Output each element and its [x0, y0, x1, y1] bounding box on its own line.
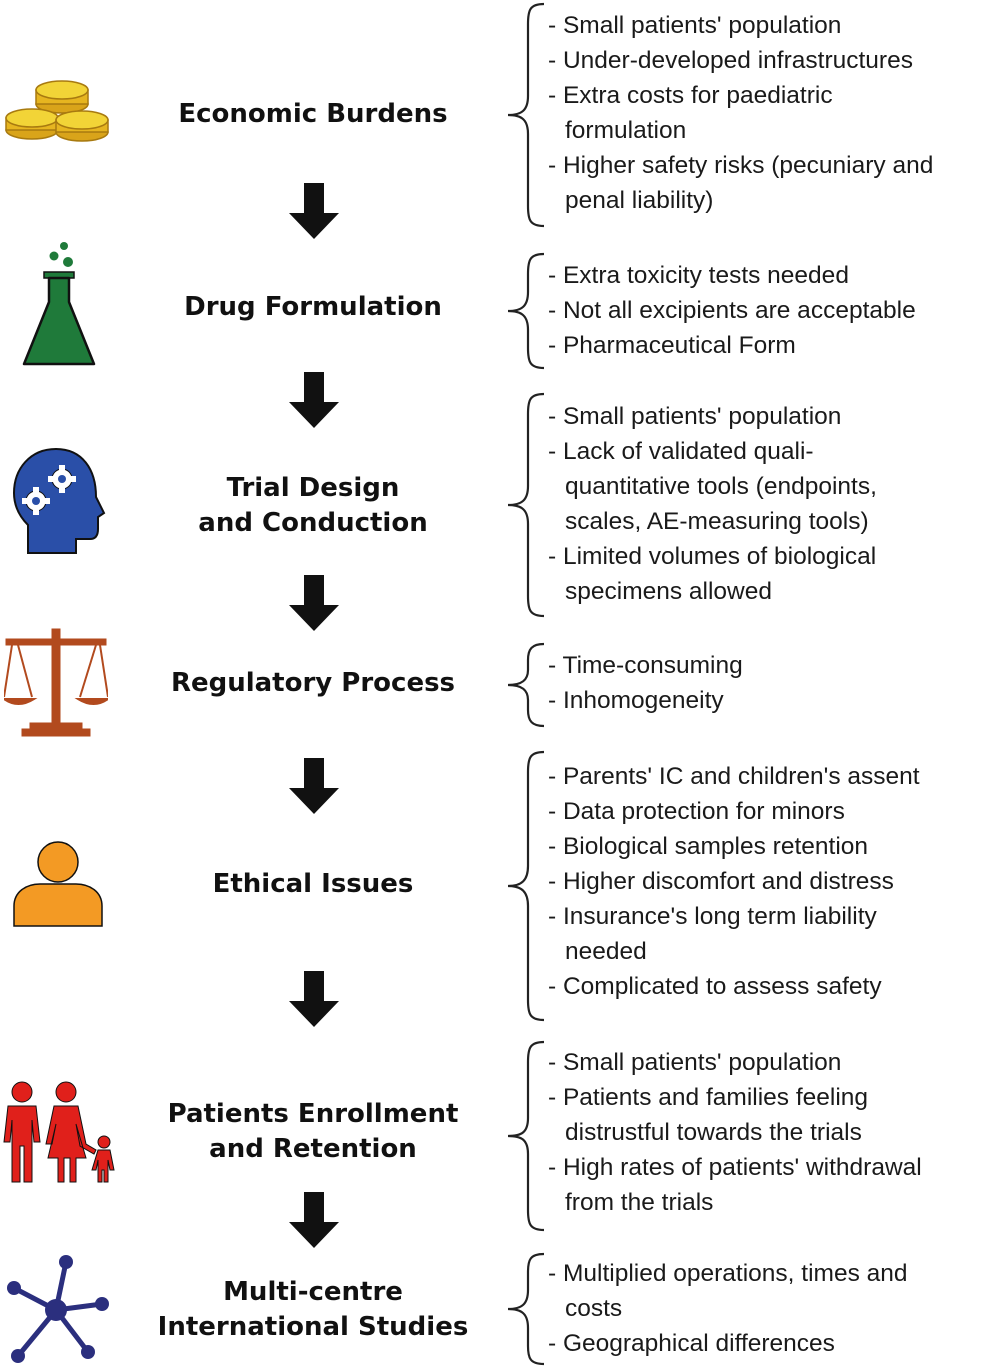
list-item: - Higher discomfort and distress [548, 868, 894, 895]
list-item-continuation: penal liability) [565, 187, 714, 214]
list-item: - Extra toxicity tests needed [548, 262, 849, 289]
stage-title: Trial Design and Conduction [130, 471, 496, 541]
stage-title-line: Regulatory Process [170, 668, 456, 698]
curly-brace-icon [507, 1252, 545, 1366]
bullet-list-ethical: - Parents' IC and children's assent - Da… [548, 759, 920, 1004]
stage-title-line: and Retention [209, 1134, 417, 1164]
list-item: - Data protection for minors [548, 798, 845, 825]
list-item: - Small patients' population [548, 1049, 842, 1076]
flask-icon [22, 242, 96, 366]
down-arrow-icon [289, 183, 339, 239]
down-arrow-icon [289, 758, 339, 814]
list-item: - Biological samples retention [548, 833, 869, 860]
stage-title-line: Patients Enrollment [167, 1099, 459, 1129]
list-item: - Inhomogeneity [548, 687, 724, 714]
curly-brace-icon [507, 1040, 545, 1232]
person-icon [13, 841, 103, 927]
list-item-continuation: distrustful towards the trials [565, 1119, 862, 1146]
curly-brace-icon [507, 2, 545, 228]
bullet-list-regulatory: - Time-consuming - Inhomogeneity [548, 648, 743, 718]
list-item: - Higher safety risks (pecuniary and [548, 152, 934, 179]
list-item: - Multiplied operations, times and [548, 1260, 908, 1287]
curly-brace-icon [507, 252, 545, 370]
list-item-continuation: quantitative tools (endpoints, [565, 473, 877, 500]
curly-brace-icon [507, 392, 545, 618]
stage-title: Economic Burdens [130, 97, 496, 132]
stage-title: Drug Formulation [130, 290, 496, 325]
curly-brace-icon [507, 642, 545, 728]
bullet-list-formulation: - Extra toxicity tests needed - Not all … [548, 258, 916, 363]
list-item: - High rates of patients' withdrawal [548, 1154, 922, 1181]
bullet-list-economic: - Small patients' population - Under-dev… [548, 8, 933, 218]
list-item: - Insurance's long term liability [548, 903, 877, 930]
network-icon [7, 1255, 109, 1363]
list-item-continuation: costs [565, 1295, 623, 1322]
stage-title-line: International Studies [157, 1312, 469, 1342]
stage-title-line: Trial Design [226, 473, 400, 503]
stage-title-line: Economic Burdens [178, 99, 448, 129]
coins-icon [5, 80, 109, 142]
down-arrow-icon [289, 372, 339, 428]
list-item: - Parents' IC and children's assent [548, 763, 920, 790]
down-arrow-icon [289, 1192, 339, 1248]
list-item: - Under-developed infrastructures [548, 47, 913, 74]
stage-title: Patients Enrollment and Retention [130, 1097, 496, 1167]
stage-title: Regulatory Process [130, 666, 496, 701]
bullet-list-multicentre: - Multiplied operations, times and costs… [548, 1256, 908, 1361]
list-item-continuation: formulation [565, 117, 687, 144]
list-item-continuation: from the trials [565, 1189, 714, 1216]
list-item: - Small patients' population [548, 12, 842, 39]
list-item: - Time-consuming [548, 652, 743, 679]
stage-title-line: Drug Formulation [184, 292, 442, 322]
bullet-list-enrollment: - Small patients' population - Patients … [548, 1045, 922, 1220]
down-arrow-icon [289, 575, 339, 631]
list-item-continuation: needed [565, 938, 647, 965]
stage-title-line: Ethical Issues [212, 869, 414, 899]
list-item: - Not all excipients are acceptable [548, 297, 916, 324]
list-item: - Small patients' population [548, 403, 842, 430]
stage-title-line: Multi-centre [223, 1277, 403, 1307]
stage-title: Ethical Issues [130, 867, 496, 902]
scales-icon [4, 628, 108, 737]
list-item: - Geographical differences [548, 1330, 835, 1357]
list-item: - Patients and families feeling [548, 1084, 869, 1111]
curly-brace-icon [507, 750, 545, 1022]
list-item-continuation: scales, AE-measuring tools) [565, 508, 869, 535]
list-item-continuation: specimens allowed [565, 578, 772, 605]
family-icon [3, 1081, 115, 1183]
stage-title-line: and Conduction [198, 508, 428, 538]
bullet-list-trial-design: - Small patients' population - Lack of v… [548, 399, 877, 609]
list-item: - Lack of validated quali- [548, 438, 814, 465]
down-arrow-icon [289, 971, 339, 1027]
stage-title: Multi-centre International Studies [130, 1275, 496, 1345]
list-item: - Complicated to assess safety [548, 973, 882, 1000]
list-item: - Extra costs for paediatric [548, 82, 833, 109]
head-gears-icon [12, 447, 106, 554]
list-item: - Pharmaceutical Form [548, 332, 796, 359]
list-item: - Limited volumes of biological [548, 543, 877, 570]
